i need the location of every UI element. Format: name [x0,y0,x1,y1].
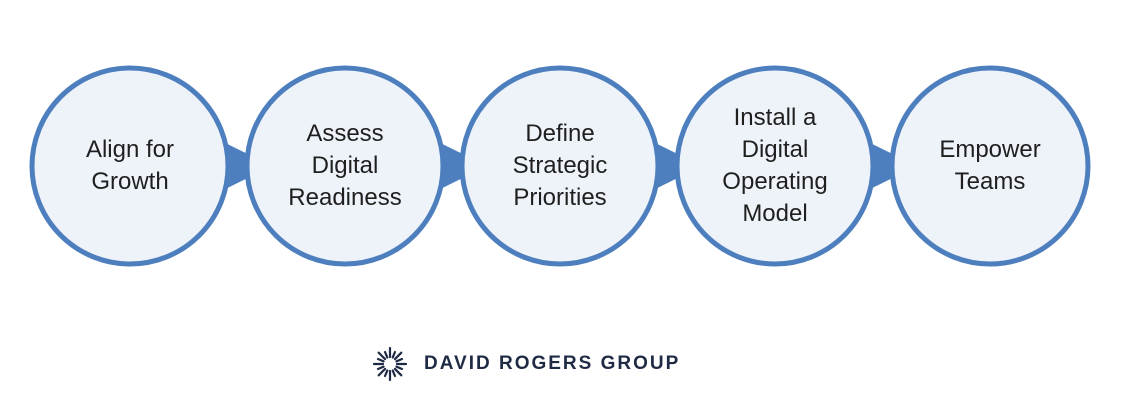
logo-ray [391,369,397,378]
logo-ray [383,369,389,378]
logo-ray [376,357,385,363]
step-4-circle [674,65,876,267]
logo-ray [377,367,387,377]
logo-ray [393,367,403,377]
company-name: DAVID ROGERS GROUP [424,353,681,374]
step-2-circle [244,65,446,267]
step-5-circle [889,65,1091,267]
logo-ray [376,365,385,371]
logo-ray [383,350,389,359]
logo-ray [377,351,387,361]
logo-ray [395,357,404,363]
logo-ray [393,351,403,361]
brand-footer: DAVID ROGERS GROUP [372,346,680,382]
step-1-circle [29,65,231,267]
logo-ray [395,365,404,371]
logo-ray [391,350,397,359]
sunburst-logo-icon [372,346,408,382]
step-3-circle [459,65,661,267]
